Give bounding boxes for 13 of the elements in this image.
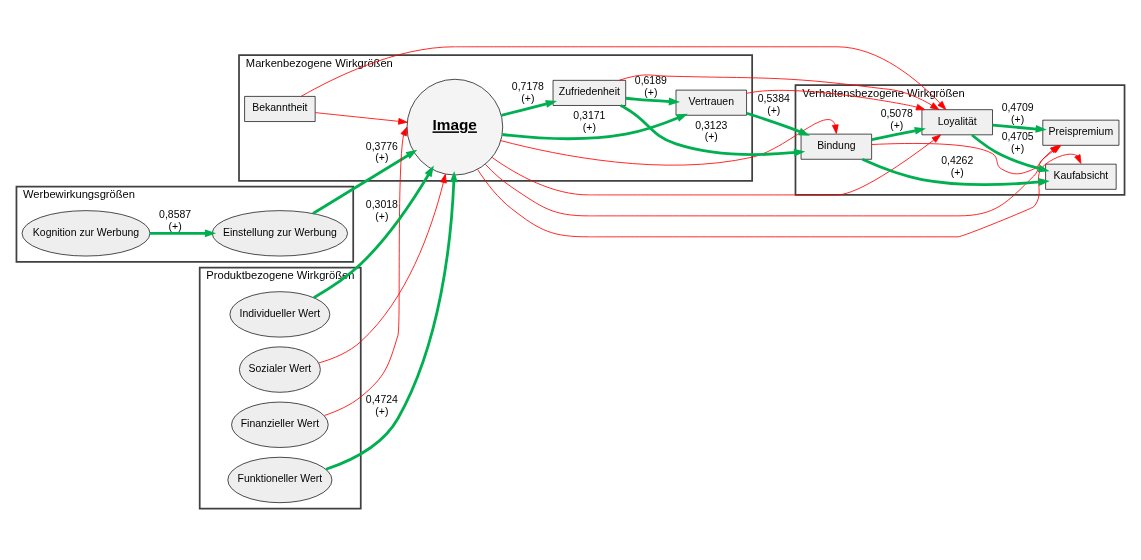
- edge-label: 0,3018 (+): [365, 198, 398, 222]
- edge-label: 0,4262 (+): [941, 154, 974, 178]
- edge-label: 0,5384 (+): [757, 92, 790, 116]
- edge-label: 0,3776 (+): [365, 140, 398, 163]
- edge-label: 0,3123 (+): [695, 119, 728, 142]
- edge-label: 0,6189 (+): [634, 74, 667, 98]
- edge-label: 0,4724 (+): [365, 393, 398, 417]
- edge-label: 0,4705 (+): [1001, 130, 1034, 154]
- edge-label: 0,5078 (+): [880, 107, 913, 131]
- edge-label: 0,3171 (+): [573, 109, 606, 133]
- edge-label: 0,4709 (+): [1001, 101, 1034, 125]
- edge-label: 0,8587 (+): [159, 208, 192, 232]
- edge-label: 0,7178 (+): [511, 80, 544, 104]
